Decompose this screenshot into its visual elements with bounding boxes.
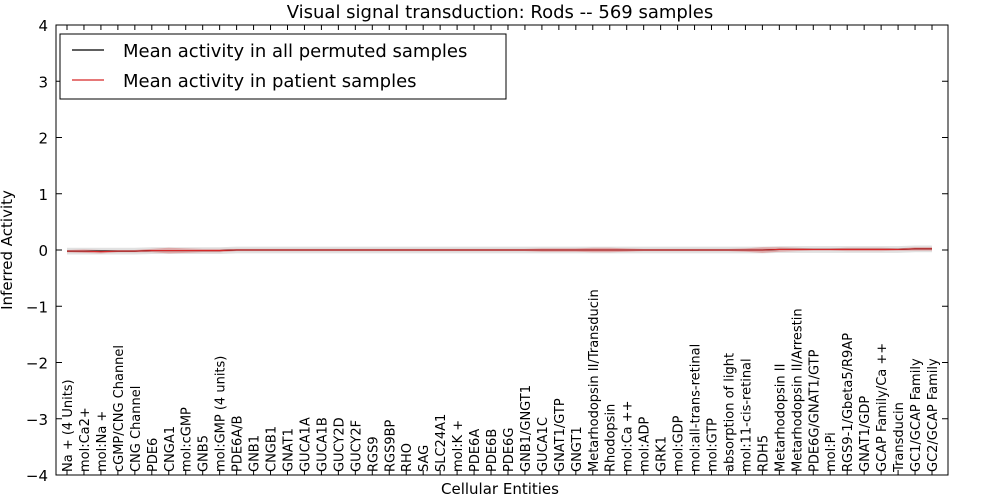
y-axis: −4 −3 −2 −1 0 1 2 3 4 [26, 17, 948, 485]
x-tick-label: RGS9-1/Gbeta5/R9AP [841, 333, 856, 472]
legend-label-permuted: Mean activity in all permuted samples [123, 41, 467, 62]
series-layer [67, 248, 932, 253]
x-tick-label: GRK1 [655, 436, 670, 472]
x-tick-label: Rhodopsin [604, 404, 619, 472]
x-tick-label: Na + (4 Units) [61, 379, 76, 472]
x-tick-label: GCAP Family/Ca ++ [875, 343, 890, 472]
x-tick-label: Metarhodopsin II/Arrestin [790, 308, 805, 472]
y-axis-label: Inferred Activity [0, 190, 16, 310]
x-tick-label: mol:Na + [95, 411, 110, 472]
x-tick-label: mol:all-trans-retinal [689, 344, 704, 472]
x-tick-label: GUCY2D [332, 417, 347, 472]
x-tick-label: SAG [417, 445, 432, 472]
x-tick-label: mol:cGMP [180, 407, 195, 472]
x-tick-label: GNAT1/GTP [553, 398, 568, 472]
x-tick-label: GUCA1A [298, 417, 313, 472]
x-tick-label: PDE6A [468, 429, 483, 472]
x-tick-label: absorption of light [722, 353, 737, 472]
x-tick-label: mol:K + [451, 420, 466, 472]
x-tick-label: GNGT1 [570, 426, 585, 472]
x-tick-label: CNGA1 [163, 426, 178, 472]
x-tick-label: GUCA1C [536, 417, 551, 472]
legend-label-patient: Mean activity in patient samples [123, 71, 417, 92]
x-tick-label: GNB1 [248, 435, 263, 472]
x-tick-label: mol:GTP [706, 418, 721, 472]
x-axis: Na + (4 Units)mol:Ca2+mol:Na +cGMP/CNG C… [61, 25, 941, 475]
x-tick-label: GC2/GCAP Family [926, 358, 941, 472]
x-tick-label: GUCY2F [349, 420, 364, 472]
y-tick-label: 2 [38, 130, 48, 148]
x-tick-label: GNB1/GNGT1 [519, 385, 534, 472]
x-tick-label: mol:Pi [824, 432, 839, 472]
x-tick-label: PDE6A/B [231, 415, 246, 472]
x-tick-label: mol:ADP [638, 416, 653, 472]
x-tick-label: RHO [400, 443, 415, 472]
x-tick-label: GC1/GCAP Family [909, 358, 924, 472]
x-tick-label: GNAT1/GDP [858, 396, 873, 472]
x-tick-label: Transducin [892, 402, 907, 473]
x-tick-label: mol:GMP (4 units) [214, 356, 229, 472]
x-tick-label: cGMP/CNG Channel [112, 345, 127, 472]
x-axis-label: Cellular Entities [441, 480, 559, 498]
series-patient-line [67, 248, 932, 253]
x-tick-label: Metarhodopsin II [773, 364, 788, 472]
x-tick-label: SLC24A1 [434, 414, 449, 472]
x-tick-label: RDH5 [756, 435, 771, 472]
y-tick-label: 4 [38, 17, 48, 35]
y-tick-label: −1 [26, 298, 48, 316]
y-tick-label: 0 [38, 242, 48, 260]
x-tick-label: mol:Ca2+ [78, 407, 93, 472]
x-tick-label: RGS9 [366, 436, 381, 472]
x-tick-label: PDE6 [146, 438, 161, 472]
x-tick-label: PDE6G/GNAT1/GTP [807, 349, 822, 472]
x-tick-label: GNB5 [197, 435, 212, 472]
x-tick-label: GNAT1 [281, 428, 296, 472]
x-tick-label: GUCA1B [315, 417, 330, 472]
y-tick-label: −3 [26, 411, 48, 429]
x-tick-label: PDE6B [485, 429, 500, 472]
y-tick-label: −4 [26, 467, 48, 485]
x-tick-label: CNG Channel [129, 386, 144, 472]
x-tick-label: mol:11-cis-retinal [739, 358, 754, 472]
x-tick-label: CNGB1 [265, 426, 280, 472]
y-tick-label: 1 [38, 186, 48, 204]
y-tick-label: 3 [38, 73, 48, 91]
chart-title: Visual signal transduction: Rods -- 569 … [287, 2, 714, 23]
legend-frame [59, 33, 507, 100]
legend: Mean activity in all permuted samples Me… [59, 33, 507, 100]
y-tick-label: −2 [26, 355, 48, 373]
x-tick-label: Metarhodopsin II/Transducin [587, 289, 602, 472]
x-tick-label: mol:Ca ++ [621, 400, 636, 472]
x-tick-label: RGS9BP [383, 419, 398, 472]
x-tick-label: PDE6G [502, 428, 517, 472]
x-tick-label: mol:GDP [672, 415, 687, 472]
